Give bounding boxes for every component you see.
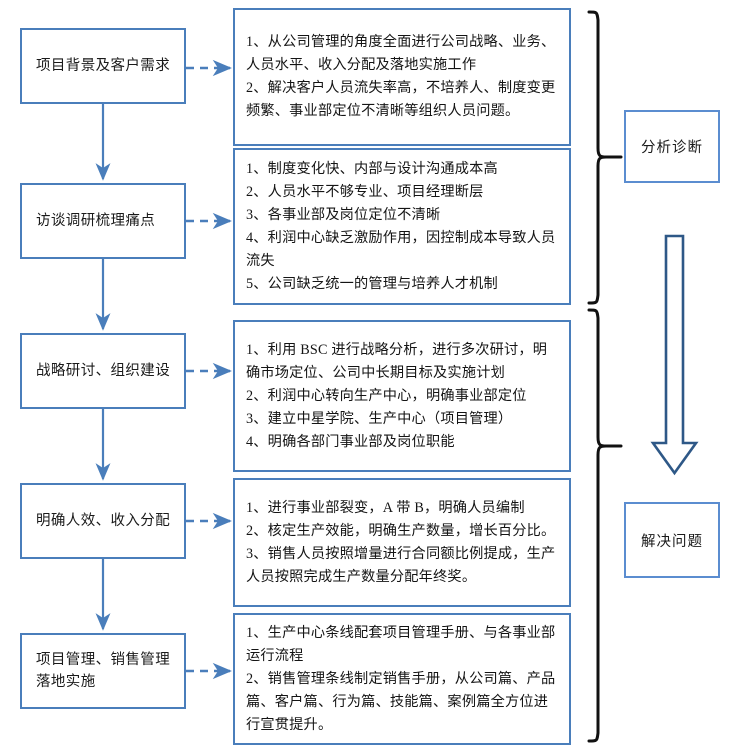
phase-label-analysis: 分析诊断 bbox=[641, 140, 703, 156]
phase-box-solution[interactable]: 解决问题 bbox=[624, 502, 720, 578]
detail-text-1: 1、从公司管理的角度全面进行公司战略、业务、人员水平、收入分配及落地实施工作 2… bbox=[246, 34, 556, 119]
phase-box-analysis[interactable]: 分析诊断 bbox=[624, 110, 720, 183]
stage-box-2[interactable]: 访谈调研梳理痛点 bbox=[20, 183, 186, 259]
detail-text-4: 1、进行事业部裂变，A 带 B，明确人员编制 2、核定生产效能，明确生产数量，增… bbox=[246, 499, 556, 585]
detail-text-5: 1、生产中心条线配套项目管理手册、与各事业部运行流程 2、销售管理条线制定销售手… bbox=[246, 624, 556, 733]
detail-box-2[interactable]: 1、制度变化快、内部与设计沟通成本高 2、人员水平不够专业、项目经理断层 3、各… bbox=[233, 148, 571, 305]
stage-label-4: 明确人效、收入分配 bbox=[36, 512, 171, 529]
stage-label-3: 战略研讨、组织建设 bbox=[36, 362, 171, 379]
phase-label-solution: 解决问题 bbox=[641, 533, 703, 550]
stage-box-3[interactable]: 战略研讨、组织建设 bbox=[20, 333, 186, 409]
stage-label-1: 项目背景及客户需求 bbox=[36, 57, 171, 74]
detail-box-4[interactable]: 1、进行事业部裂变，A 带 B，明确人员编制 2、核定生产效能，明确生产数量，增… bbox=[233, 478, 571, 607]
stage-box-4[interactable]: 明确人效、收入分配 bbox=[20, 483, 186, 559]
stage-to-detail-arrows bbox=[186, 59, 232, 680]
detail-text-3: 1、利用 BSC 进行战略分析，进行多次研讨，明确市场定位、公司中长期目标及实施… bbox=[246, 341, 548, 450]
detail-box-1[interactable]: 1、从公司管理的角度全面进行公司战略、业务、人员水平、收入分配及落地实施工作 2… bbox=[233, 8, 571, 146]
detail-text-2: 1、制度变化快、内部与设计沟通成本高 2、人员水平不够专业、项目经理断层 3、各… bbox=[246, 160, 556, 292]
stage-label-5: 项目管理、销售管理落地实施 bbox=[36, 651, 171, 690]
brace-analysis bbox=[587, 10, 607, 305]
stage-box-5[interactable]: 项目管理、销售管理落地实施 bbox=[20, 633, 186, 709]
phase-transition-block-arrow bbox=[650, 234, 699, 476]
stage-box-1[interactable]: 项目背景及客户需求 bbox=[20, 28, 186, 104]
brace-solution bbox=[587, 308, 607, 743]
stage-label-2: 访谈调研梳理痛点 bbox=[36, 212, 156, 229]
detail-box-3[interactable]: 1、利用 BSC 进行战略分析，进行多次研讨，明确市场定位、公司中长期目标及实施… bbox=[233, 320, 571, 472]
detail-box-5[interactable]: 1、生产中心条线配套项目管理手册、与各事业部运行流程 2、销售管理条线制定销售手… bbox=[233, 613, 571, 745]
